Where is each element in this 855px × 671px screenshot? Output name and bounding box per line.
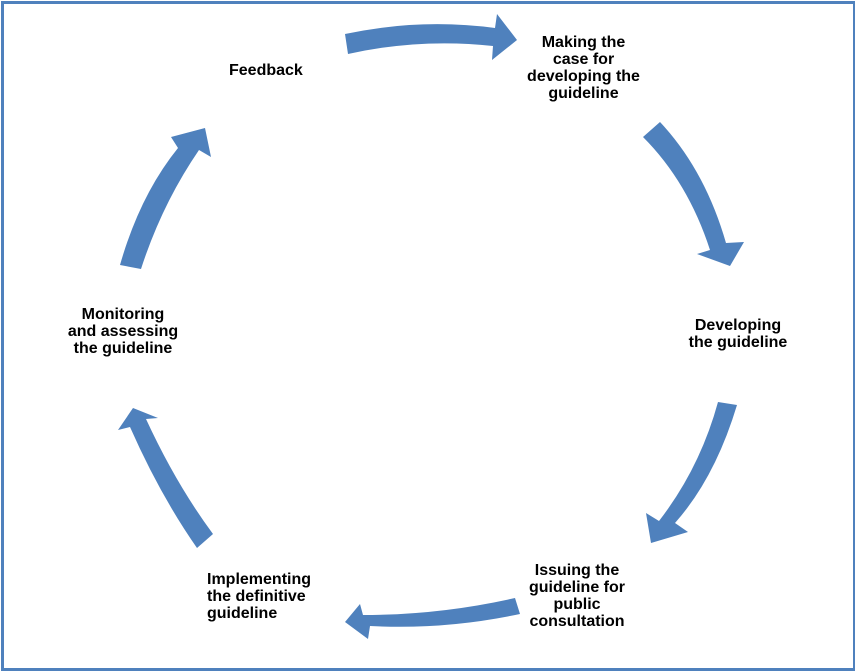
stage-developing-line: Developing	[694, 317, 782, 334]
stage-making-case-line: case for	[552, 51, 615, 68]
arrow-issuing-to-implementing	[345, 598, 520, 639]
stage-implementing-line: the definitive	[207, 588, 306, 605]
stage-issuing: Issuing the guideline for public consult…	[506, 562, 648, 630]
stage-making-case-line: guideline	[548, 85, 619, 102]
stage-monitoring: Monitoring and assessing the guideline	[48, 306, 198, 357]
stage-monitoring-line: Monitoring	[81, 306, 165, 323]
arrow-developing-to-issuing	[646, 402, 737, 543]
stage-feedback-line: Feedback	[229, 62, 303, 79]
stage-issuing-line: Issuing the	[534, 562, 620, 579]
stage-implementing: Implementing the definitive guideline	[207, 571, 347, 622]
stage-making-case-line: developing the	[527, 68, 640, 85]
stage-monitoring-line: and assessing	[67, 323, 179, 340]
arrow-implementing-to-monitoring	[118, 408, 213, 548]
stage-feedback: Feedback	[229, 62, 339, 79]
arrow-monitoring-to-feedback	[120, 128, 211, 269]
arrow-feedback-to-making-case	[345, 14, 517, 60]
stage-making-case-line: Making the	[541, 34, 626, 51]
stage-issuing-line: public	[553, 596, 601, 613]
stage-developing: Developing the guideline	[670, 317, 806, 351]
stage-implementing-line: Implementing	[207, 571, 312, 588]
arrow-making-case-to-developing	[643, 122, 744, 266]
stage-monitoring-line: the guideline	[73, 340, 173, 357]
stage-developing-line: the guideline	[688, 334, 788, 351]
stage-issuing-line: guideline for	[529, 579, 625, 596]
stage-issuing-line: consultation	[529, 613, 625, 630]
stage-making-case: Making the case for developing the guide…	[511, 34, 656, 102]
stage-implementing-line: guideline	[207, 605, 278, 622]
